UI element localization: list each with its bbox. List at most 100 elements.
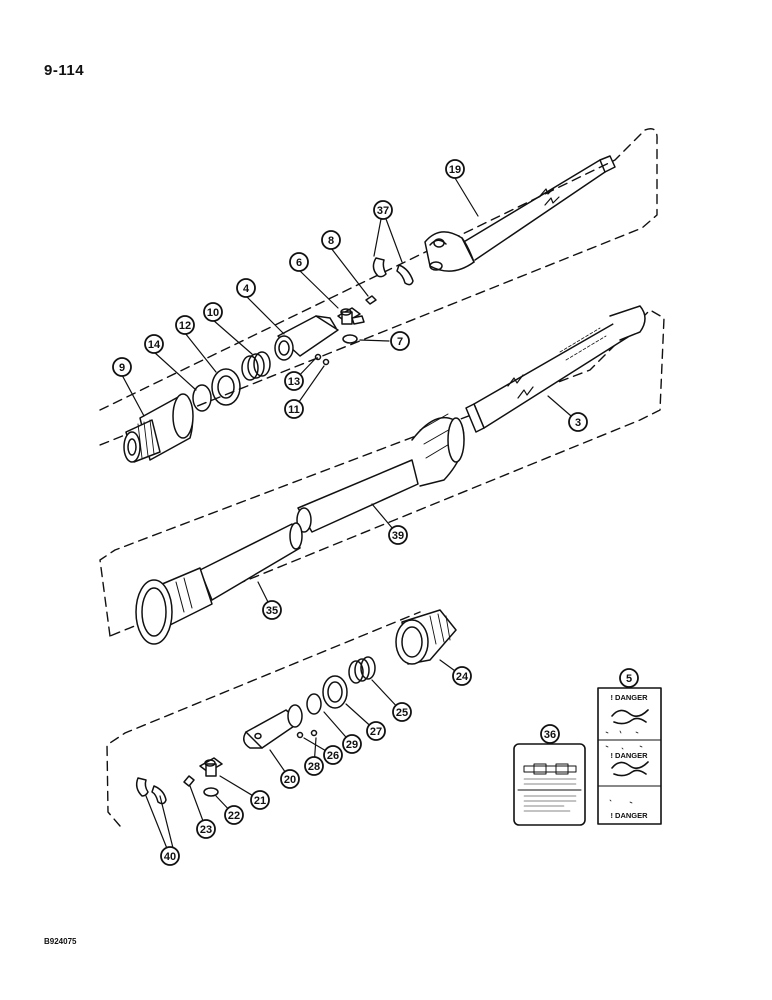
callout-circle <box>289 252 309 272</box>
part-26-28-balls <box>296 729 318 739</box>
part-6-cross-journal <box>337 307 365 325</box>
group-outline-middle <box>99 309 665 637</box>
callout-label: 10 <box>207 307 219 319</box>
callout-25: 25 <box>392 702 412 722</box>
callout-circle <box>388 525 408 545</box>
callout-label: 3 <box>575 417 581 429</box>
part-12-bearing-ring <box>211 368 241 406</box>
callout-circle <box>175 315 195 335</box>
part-13-11-balls <box>314 353 330 366</box>
callout-label: 25 <box>396 707 408 719</box>
callout-11: 11 <box>284 399 304 419</box>
callout-7: 7 <box>390 331 410 351</box>
part-5-danger-decal <box>597 687 662 825</box>
part-22-ring <box>203 787 219 797</box>
decal-text-layer: ! DANGER! DANGER! DANGER <box>610 693 648 820</box>
part-8-fitting <box>365 295 377 305</box>
callout-26: 26 <box>323 745 343 765</box>
callout-28: 28 <box>304 756 324 776</box>
callout-label: 37 <box>377 205 389 217</box>
callout-label: 13 <box>288 376 300 388</box>
callout-circle <box>321 230 341 250</box>
callout-layer: 19 37 8 6 4 7 10 12 14 9 13 11 3 39 35 24 25 27 29 26 28 20 21… <box>112 159 639 866</box>
callout-circle <box>445 159 465 179</box>
callout-35: 35 <box>262 600 282 620</box>
part-37-clips <box>372 257 414 286</box>
part-25-spring <box>348 656 376 684</box>
callout-label: 28 <box>308 761 320 773</box>
callout-circle <box>390 331 410 351</box>
callout-6: 6 <box>289 252 309 272</box>
part-20-inner-yoke <box>243 704 303 749</box>
callout-circle <box>373 200 393 220</box>
callout-circle <box>342 734 362 754</box>
callout-24: 24 <box>452 666 472 686</box>
callout-37: 37 <box>373 200 393 220</box>
callout-label: 14 <box>148 339 161 351</box>
callout-8: 8 <box>321 230 341 250</box>
part-27-bearing-ring <box>322 675 348 709</box>
callout-circle <box>160 846 180 866</box>
callout-39: 39 <box>388 525 408 545</box>
part-24-guard-cone <box>395 609 457 665</box>
callout-circle <box>224 805 244 825</box>
callout-label: 24 <box>456 671 469 683</box>
callout-label: 23 <box>200 824 212 836</box>
callout-circle <box>366 721 386 741</box>
callout-9: 9 <box>112 357 132 377</box>
callout-3: 3 <box>568 412 588 432</box>
callout-label: 6 <box>296 257 302 269</box>
callout-label: 40 <box>164 851 176 863</box>
danger-label: ! DANGER <box>610 693 648 702</box>
page-number: 9-114 <box>44 62 85 79</box>
group-outline-lower <box>106 611 421 827</box>
danger-label: ! DANGER <box>610 751 648 760</box>
callout-19: 19 <box>445 159 465 179</box>
callout-5: 5 <box>619 668 639 688</box>
callout-label: 26 <box>327 750 339 762</box>
callout-13: 13 <box>284 371 304 391</box>
callout-label: 39 <box>392 530 404 542</box>
part-39-inner-guard <box>296 413 465 533</box>
callout-circle <box>284 371 304 391</box>
part-36-decal <box>513 743 586 826</box>
part-29-ring <box>306 693 322 715</box>
callout-label: 21 <box>254 795 266 807</box>
callout-circle <box>540 724 560 744</box>
callout-label: 20 <box>284 774 296 786</box>
callout-circle <box>280 769 300 789</box>
callout-circle <box>452 666 472 686</box>
part-40-clips <box>135 777 167 805</box>
callout-label: 27 <box>370 726 382 738</box>
part-19-yoke-tube <box>424 155 616 272</box>
callout-29: 29 <box>342 734 362 754</box>
callout-circle <box>323 745 343 765</box>
figure-code: B924075 <box>44 937 77 946</box>
callout-circle <box>262 600 282 620</box>
callout-23: 23 <box>196 819 216 839</box>
callout-circle <box>619 668 639 688</box>
callout-label: 7 <box>397 336 403 348</box>
part-4-inner-yoke <box>274 315 339 361</box>
callout-10: 10 <box>203 302 223 322</box>
part-23-fitting <box>183 775 195 787</box>
callout-22: 22 <box>224 805 244 825</box>
callout-label: 12 <box>179 320 191 332</box>
callout-label: 4 <box>243 283 250 295</box>
part-14-ring <box>192 384 212 412</box>
part-35-outer-guard <box>135 522 303 645</box>
callout-label: 35 <box>266 605 278 617</box>
callout-circle <box>284 399 304 419</box>
part-7-ring <box>342 334 358 344</box>
callout-4: 4 <box>236 278 256 298</box>
callout-circle <box>112 357 132 377</box>
callout-40: 40 <box>160 846 180 866</box>
callout-14: 14 <box>144 334 164 354</box>
callout-circle <box>304 756 324 776</box>
part-3-outer-tube <box>465 305 646 433</box>
part-10-spring <box>241 351 271 381</box>
part-9-guard-cone <box>123 393 194 463</box>
callout-label: 29 <box>346 739 358 751</box>
callout-21: 21 <box>250 790 270 810</box>
